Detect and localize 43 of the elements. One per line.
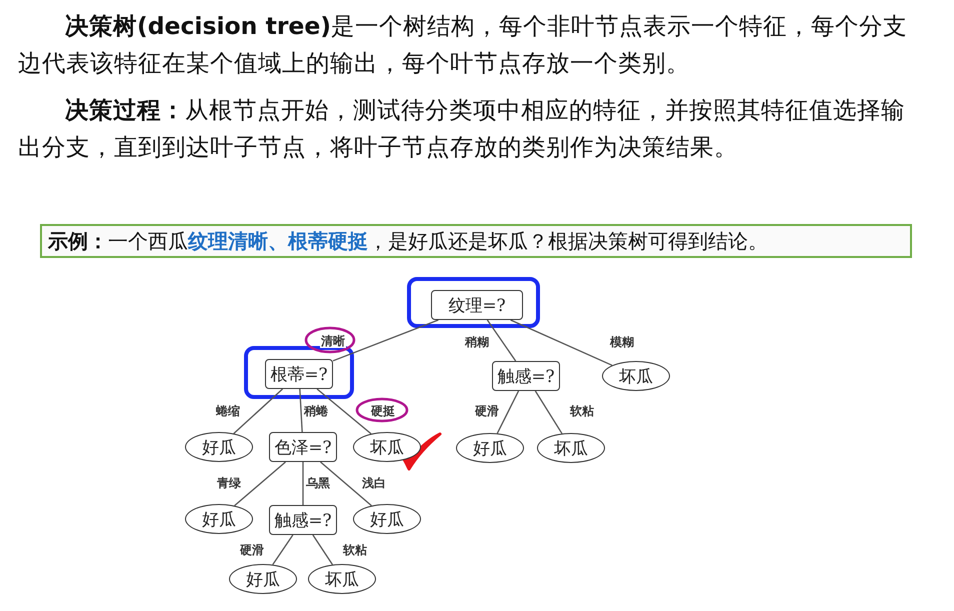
edge-label: 软粘 [569, 404, 595, 418]
leaf-ellipse: 坏瓜 [308, 564, 376, 594]
connector-line [486, 320, 516, 362]
leaf-ellipse: 好瓜 [185, 432, 253, 462]
edge-label: 软粘 [342, 543, 368, 557]
edge-label: 蜷缩 [215, 404, 241, 418]
edge-label: 浅白 [361, 476, 387, 490]
edge-label: 硬滑 [474, 404, 500, 418]
edge-label: 稍蜷 [303, 404, 329, 418]
connector-line [316, 388, 372, 434]
connector-line [302, 462, 304, 505]
connector-line [272, 534, 294, 565]
leaf-ellipse: 坏瓜 [353, 432, 421, 462]
edge-label: 稍糊 [464, 335, 490, 349]
decision-box: 纹理=? [431, 290, 523, 320]
leaf-ellipse: 好瓜 [185, 504, 253, 534]
edge-label: 模糊 [609, 335, 635, 349]
connector-line [320, 462, 372, 506]
edge-label: 青绿 [216, 476, 242, 490]
connector-line [534, 390, 563, 434]
connector-line [332, 319, 439, 362]
leaf-ellipse: 坏瓜 [602, 361, 670, 391]
connector-line [234, 462, 286, 506]
decision-box: 触感=? [492, 361, 560, 391]
edge-label: 硬挺 [370, 404, 396, 418]
leaf-ellipse: 坏瓜 [537, 433, 605, 463]
decision-box: 根蒂=? [265, 359, 333, 389]
example-banner: 示例：一个西瓜纹理清晰、根蒂硬挺，是好瓜还是坏瓜？根据决策树可得到结论。 [40, 224, 912, 258]
edge-label: 清晰 [320, 334, 346, 348]
edge-label: 硬滑 [239, 543, 265, 557]
leaf-ellipse: 好瓜 [229, 564, 297, 594]
connector-line [312, 534, 334, 565]
paragraph: 决策树(decision tree)是一个树结构，每个非叶节点表示一个特征，每个分支边代表该特征在某个值域上的输出，每个叶节点存放一个类别。 [18, 11, 908, 79]
decision-box: 色泽=? [269, 432, 337, 462]
edge-label: 乌黑 [305, 476, 331, 490]
connector-line [510, 319, 612, 366]
leaf-ellipse: 好瓜 [456, 433, 524, 463]
paragraph: 决策过程：从根节点开始，测试待分类项中相应的特征，并按照其特征值选择输出分支，直到到达叶子节点，将叶子节点存放的类别作为决策结果。 [18, 95, 906, 163]
connector-line [233, 388, 283, 434]
connector-line [496, 390, 520, 434]
connector-line [299, 388, 303, 432]
leaf-ellipse: 好瓜 [353, 504, 421, 534]
decision-box: 触感=? [269, 505, 337, 535]
